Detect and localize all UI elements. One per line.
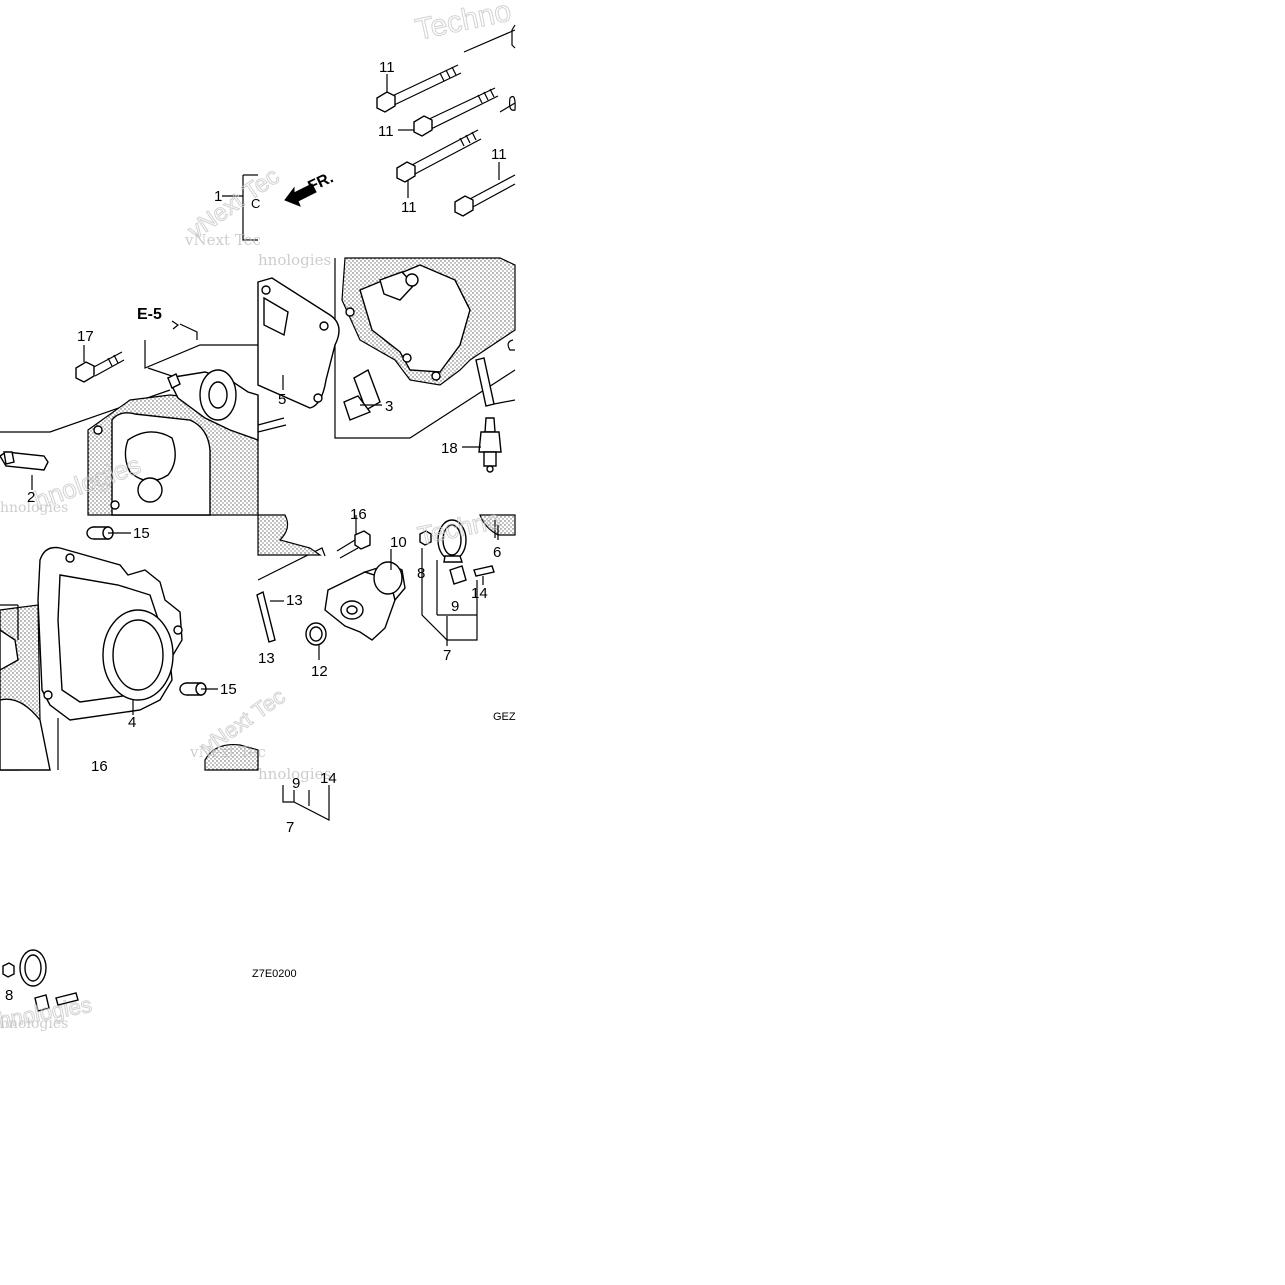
callout-13-b: 13 [258, 650, 275, 667]
callout-11-a: 11 [379, 59, 395, 76]
bolt-11-a [376, 64, 462, 113]
svg-text:hnologies: hnologies [0, 1016, 68, 1032]
fragment-tile [2, 743, 330, 1012]
callout-labels: 1 11 11 11 11 FR. E-5 17 5 3 18 2 15 15 … [5, 59, 516, 1004]
drawing-code-z7e0200: Z7E0200 [252, 968, 297, 980]
callout-15-b: 15 [220, 681, 237, 698]
gasket-tile [257, 257, 516, 473]
svg-text:vNext Tec: vNext Tec [184, 231, 261, 249]
front-direction-arrow [284, 183, 317, 207]
callout-8-a: 8 [417, 565, 425, 582]
callout-11-b: 11 [378, 123, 394, 140]
callout-2: 2 [27, 489, 35, 506]
callout-10: 10 [390, 534, 407, 551]
head-gasket-tile [0, 526, 207, 771]
reference-arrow-icon [171, 320, 180, 330]
bolt-11-c [396, 129, 482, 183]
bolt-11-d [454, 174, 516, 217]
o-ring-12 [305, 622, 327, 646]
spark-plug-18 [478, 417, 502, 473]
callout-7-a: 7 [443, 647, 451, 664]
callout-9-b: 9 [292, 775, 300, 792]
gasket-4 [37, 546, 183, 721]
callout-11-c: 11 [401, 199, 417, 216]
watermarks: vNext Tec hnologies Techno vNext Tec hno… [0, 0, 515, 1033]
callout-16-b: 16 [350, 506, 367, 523]
svg-text:hnologies: hnologies [0, 500, 68, 516]
callout-14-a: 14 [471, 585, 488, 602]
callout-14-b: 14 [320, 770, 337, 787]
callout-8-b: 8 [5, 987, 13, 1004]
reference-label: E-5 [137, 306, 162, 323]
callout-15-a: 15 [133, 525, 150, 542]
gasket-5 [257, 277, 340, 409]
dowel-2 [0, 451, 49, 471]
bolt-group-tile: C [222, 24, 516, 241]
valve-guide-3 [343, 368, 381, 421]
callout-3: 3 [385, 398, 393, 415]
outlet-tile [256, 514, 516, 646]
callout-9-a: 9 [451, 598, 459, 615]
callout-18: 18 [441, 440, 458, 457]
svg-text:C: C [251, 196, 260, 211]
callout-16: 16 [91, 758, 108, 775]
svg-text:hnologies: hnologies [258, 251, 331, 269]
callout-4: 4 [128, 714, 136, 731]
svg-text:vNext Tec: vNext Tec [189, 743, 266, 761]
callout-13-a: 13 [286, 592, 303, 609]
callout-5: 5 [278, 391, 286, 408]
clamp-6 [437, 519, 467, 563]
svg-text:Techno: Techno [413, 0, 514, 47]
cylinder-head-tile [0, 323, 287, 516]
drawing-code-gez: GEZ [493, 711, 516, 723]
callout-1: 1 [214, 188, 222, 205]
callout-17: 17 [77, 328, 94, 345]
bolt-16 [336, 515, 371, 559]
callout-7-b: 7 [286, 819, 294, 836]
svg-text:hnologies: hnologies [258, 765, 331, 783]
bolt-17 [75, 351, 125, 383]
callout-6: 6 [493, 544, 501, 561]
front-direction-label: FR. [306, 169, 337, 195]
callout-12: 12 [311, 663, 328, 680]
callout-11-d: 11 [491, 146, 507, 163]
leader-lines [31, 74, 500, 715]
outlet-10 [324, 561, 406, 641]
bolt-11-b [413, 87, 499, 137]
